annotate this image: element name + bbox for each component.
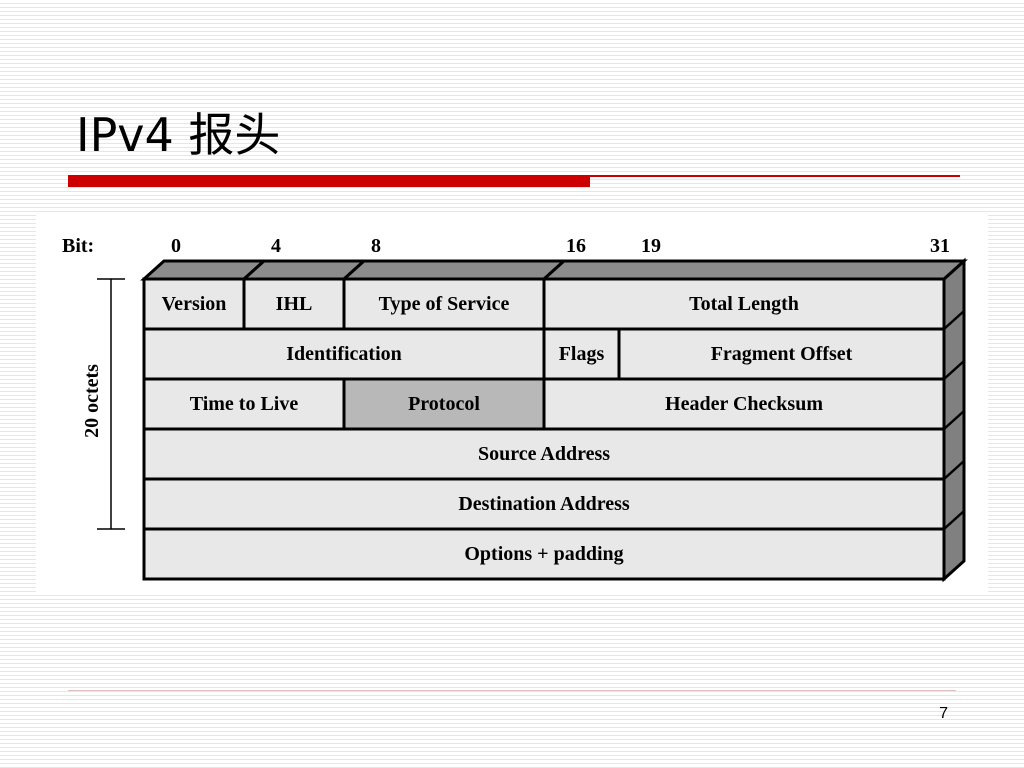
header-field-label: Destination Address [458, 492, 630, 515]
bit-marker: 0 [171, 235, 181, 257]
header-field-label: Identification [286, 342, 402, 365]
header-field-label: Header Checksum [665, 392, 823, 415]
header-field-label: Type of Service [378, 292, 510, 315]
header-field-label: IHL [275, 292, 313, 315]
bit-marker: 16 [566, 235, 586, 257]
octets-label: 20 octets [81, 364, 103, 438]
bit-label: Bit: [62, 235, 95, 257]
header-field-label: Flags [558, 342, 605, 365]
bit-marker: 4 [271, 235, 281, 257]
bit-marker: 19 [641, 235, 661, 257]
title-underline-thick [68, 175, 590, 187]
header-field-label: Version [161, 292, 227, 315]
bit-marker: 8 [371, 235, 381, 257]
header-field-label: Options + padding [464, 542, 624, 565]
page-number: 7 [939, 705, 948, 722]
header-field-label: Time to Live [189, 392, 299, 415]
header-field-label: Source Address [477, 442, 611, 465]
footer-line [68, 690, 956, 691]
header-field-label: Total Length [689, 292, 799, 315]
header-field-label: Protocol [408, 392, 480, 415]
slide-title: IPv4 报头 [76, 108, 281, 162]
title-underline-thin [590, 175, 960, 177]
header-field-label: Fragment Offset [710, 342, 853, 365]
bit-marker: 31 [930, 235, 950, 257]
